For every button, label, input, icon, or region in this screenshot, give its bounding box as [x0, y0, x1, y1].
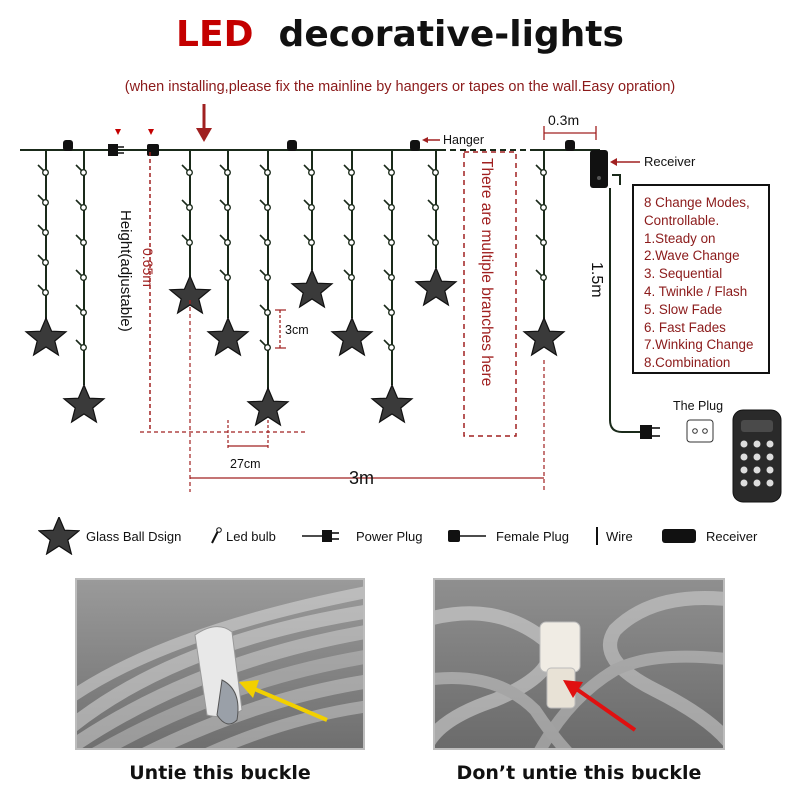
right-caption: Don’t untie this buckle [456, 762, 702, 784]
cable-length-label: 1.5m [588, 262, 605, 298]
multi-branch-box [463, 151, 517, 437]
modes-line: 8.Combination [644, 355, 731, 371]
bulb-icon [211, 527, 222, 544]
modes-box: 8 Change Modes, Controllable. 1.Steady o… [632, 184, 770, 374]
plug-label: The Plug [673, 399, 723, 413]
legend-female-plug: Female Plug [446, 520, 569, 552]
photo-keep-buckle [433, 578, 725, 750]
photo-untie-buckle [75, 578, 365, 750]
hanger-label: Hanger [443, 133, 484, 147]
bulb-gap-label: 3cm [285, 323, 309, 337]
branch-height-label: 0.65m [140, 248, 156, 287]
cable-connector-image [435, 580, 723, 748]
receiver-icon [662, 529, 696, 543]
left-caption: Untie this buckle [129, 762, 311, 784]
star-icon [38, 517, 80, 555]
legend-power-plug: Power Plug [302, 520, 422, 552]
legend-receiver: Receiver [660, 520, 757, 552]
title-led: LED [176, 14, 254, 55]
modes-line: 7.Winking Change [644, 337, 754, 353]
spacing-label: 0.3m [548, 112, 579, 128]
hanger-icon [63, 140, 73, 151]
modes-line: 2.Wave Change [644, 248, 740, 264]
branch-gap-label: 27cm [230, 457, 261, 471]
power-plug-icon [108, 144, 124, 156]
wire-icon [596, 527, 598, 545]
coiled-cable-image [77, 580, 363, 748]
receiver-label: Receiver [644, 154, 696, 169]
plug-icon [640, 425, 660, 439]
female-plug-icon [147, 144, 159, 156]
remote-control-icon [732, 409, 782, 503]
modes-line: 5. Slow Fade [644, 301, 723, 317]
page-title: LED decorative-lights [0, 14, 800, 55]
modes-line: 8 Change Modes, [644, 195, 750, 210]
multi-branch-note: There are multiple branches here [478, 158, 495, 386]
modes-line: Controllable. [644, 212, 720, 228]
female-plug-icon [448, 530, 486, 542]
outlet-icon [686, 419, 714, 443]
modes-line: 1.Steady on [644, 230, 716, 246]
width-label: 3m [349, 468, 374, 488]
title-rest: decorative-lights [278, 14, 624, 55]
height-label: Height(adjustable) [117, 210, 134, 332]
legend-bulb: Led bulb [210, 520, 276, 552]
legend-star: Glass Ball Dsign [38, 517, 181, 555]
modes-line: 4. Twinkle / Flash [644, 283, 748, 299]
power-plug-icon [302, 530, 339, 542]
legend-wire: Wire [594, 520, 633, 552]
receiver-icon [590, 150, 608, 188]
light-curtain-diagram: Hanger 0.3m Receiver The Plug 1.5m 0.65m… [20, 104, 782, 503]
modes-line: 6. Fast Fades [644, 319, 726, 335]
install-note: (when installing,please fix the mainline… [124, 79, 676, 95]
modes-line: 3. Sequential [644, 266, 723, 282]
